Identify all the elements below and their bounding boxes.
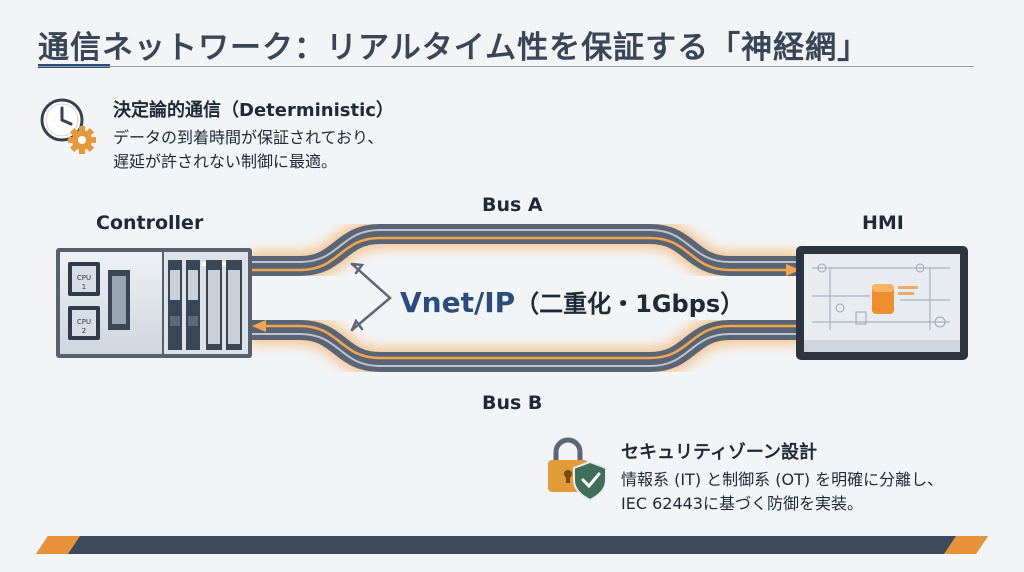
hmi-label: HMI xyxy=(862,212,904,234)
bus-b-label: Bus B xyxy=(482,392,543,414)
page-title: 通信ネットワーク：リアルタイム性を保証する「神経網」 xyxy=(38,30,870,66)
title-divider xyxy=(38,66,974,67)
bus-b-cable xyxy=(250,315,800,377)
controller-device: CPU 1 CPU 2 xyxy=(56,248,252,358)
network-name: Vnet/IP xyxy=(400,286,516,319)
security-callout: セキュリティゾーン設計 情報系 (IT) と制御系 (OT) を明確に分離し、 … xyxy=(621,438,943,516)
clock-gear-icon xyxy=(40,98,96,154)
bus-a-arrowhead xyxy=(786,264,800,276)
deterministic-desc-line2: 遅延が許されない制御に最適。 xyxy=(113,152,338,171)
network-label: Vnet/IP（二重化・1Gbps） xyxy=(400,284,744,319)
cpu1-label: CPU xyxy=(77,274,91,282)
cpu2-number: 2 xyxy=(82,327,86,335)
security-heading: セキュリティゾーン設計 xyxy=(621,442,818,463)
bottom-decorative-band xyxy=(36,536,988,554)
vnet-pointer xyxy=(350,262,392,332)
bus-a-label: Bus A xyxy=(482,194,543,216)
hmi-screen xyxy=(796,246,968,360)
cpu1-number: 1 xyxy=(82,283,86,291)
deterministic-desc-line1: データの到着時間が保証されており、 xyxy=(113,128,384,147)
cpu2-label: CPU xyxy=(77,318,91,326)
security-desc-line2: IEC 62443に基づく防御を実装。 xyxy=(621,494,863,513)
controller-label: Controller xyxy=(96,212,204,234)
network-detail: （二重化・1Gbps） xyxy=(515,290,745,318)
security-desc-line1: 情報系 (IT) と制御系 (OT) を明確に分離し、 xyxy=(621,470,944,489)
bus-a-cable xyxy=(250,219,800,281)
deterministic-callout: 決定論的通信（Deterministic） データの到着時間が保証されており、 … xyxy=(113,96,394,174)
deterministic-heading: 決定論的通信（Deterministic） xyxy=(113,100,394,121)
lock-shield-icon xyxy=(548,437,607,502)
bus-b-arrowhead xyxy=(252,320,266,332)
